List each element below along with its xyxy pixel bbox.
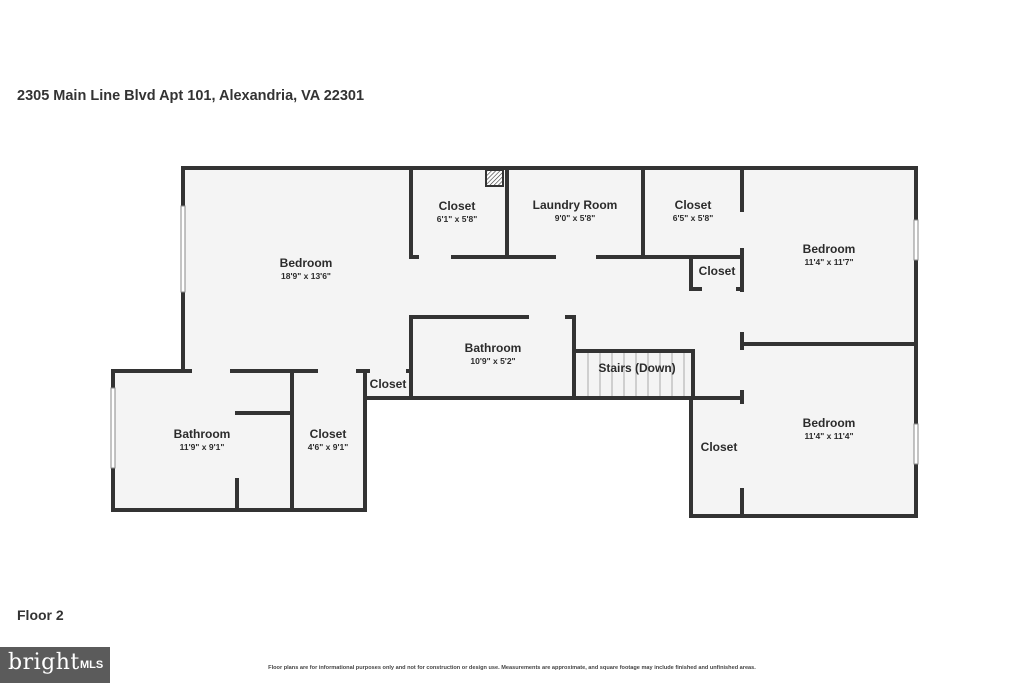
room-name-bedroom-lower-right: Bedroom: [803, 416, 856, 430]
logo-suffix: MLS: [80, 659, 104, 671]
property-address: 2305 Main Line Blvd Apt 101, Alexandria,…: [17, 88, 365, 104]
room-dims-bathroom-middle: 10'9" x 5'2": [470, 356, 515, 366]
room-name-closet-hall: Closet: [699, 264, 736, 278]
disclaimer: Floor plans are for informational purpos…: [268, 665, 756, 671]
room-dims-laundry: 9'0" x 5'8": [555, 213, 595, 223]
room-name-bedroom-main: Bedroom: [280, 256, 333, 270]
room-dims-bathroom-left: 11'9" x 9'1": [180, 442, 225, 452]
room-name-closet-b: Closet: [675, 198, 712, 212]
room-name-laundry: Laundry Room: [533, 198, 618, 212]
floor-label: Floor 2: [17, 607, 64, 623]
room-dims-bedroom-upper-right: 11'4" x 11'7": [805, 257, 854, 267]
room-name-stairs: Stairs (Down): [598, 361, 675, 375]
bright-mls-logo: bright MLS: [0, 647, 110, 683]
stairs-treads: [587, 352, 685, 396]
room-dims-closet-left: 4'6" x 9'1": [308, 442, 348, 452]
floor-fills: [113, 168, 916, 516]
room-name-bedroom-upper-right: Bedroom: [803, 242, 856, 256]
door-openings: [192, 212, 744, 488]
windows: [110, 205, 919, 469]
room-name-bathroom-middle: Bathroom: [465, 341, 522, 355]
walls: [111, 166, 918, 518]
room-name-bathroom-left: Bathroom: [174, 427, 231, 441]
room-dims-bedroom-lower-right: 11'4" x 11'4": [805, 431, 854, 441]
room-name-closet-lower-right: Closet: [701, 440, 738, 454]
logo-text: bright: [8, 650, 80, 675]
room-dims-closet-a: 6'1" x 5'8": [437, 214, 477, 224]
room-name-closet-left: Closet: [310, 427, 347, 441]
room-name-closet-a: Closet: [439, 199, 476, 213]
chimney-hatch: [485, 169, 504, 187]
room-labels: Bedroom 18'9" x 13'6" Closet 6'1" x 5'8"…: [174, 198, 856, 454]
room-dims-bedroom-main: 18'9" x 13'6": [281, 271, 331, 281]
room-dims-closet-b: 6'5" x 5'8": [673, 213, 713, 223]
room-name-closet-small: Closet: [370, 377, 407, 391]
